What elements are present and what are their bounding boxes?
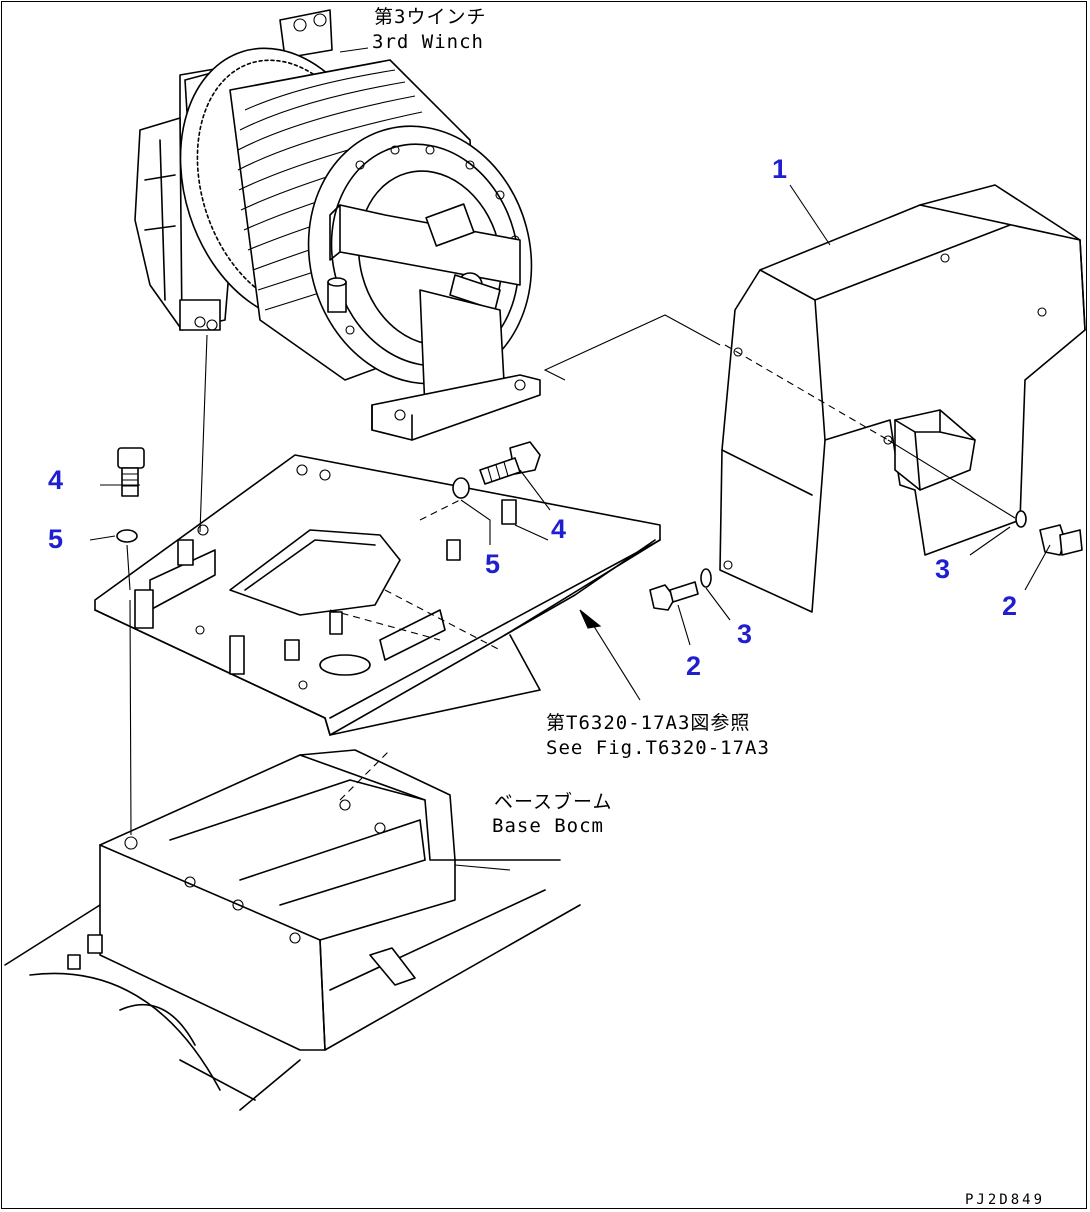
callout-5-washer-left: 5 bbox=[48, 524, 64, 554]
callout-3-washer-right: 3 bbox=[935, 554, 951, 584]
leader-lines bbox=[89, 47, 1051, 871]
callout-5-washer-right: 5 bbox=[485, 549, 501, 579]
callout-2-bolt-middle: 2 bbox=[686, 651, 702, 681]
mounting-plate bbox=[94, 454, 661, 736]
cover-part bbox=[719, 184, 1086, 613]
winch-assembly bbox=[134, 9, 541, 441]
callout-4-bolt-right: 4 bbox=[551, 514, 567, 544]
base-boom bbox=[4, 749, 581, 1111]
winch-label-jp: 第3ウインチ bbox=[374, 6, 487, 28]
winch-label-en: 3rd Winch bbox=[372, 31, 484, 53]
reference-label-jp: 第T6320-17A3図参照 bbox=[546, 712, 751, 734]
drawing-code: PJ2D849 bbox=[965, 1192, 1046, 1208]
callout-3-washer-middle: 3 bbox=[737, 619, 753, 649]
reference-label-en: See Fig.T6320-17A3 bbox=[546, 737, 770, 759]
base-boom-label-jp: ベースブーム bbox=[494, 791, 613, 813]
callout-1-cover: 1 bbox=[772, 154, 788, 184]
callout-2-bolt-right: 2 bbox=[1002, 591, 1018, 621]
hardware-items bbox=[116, 441, 1083, 611]
callout-4-bolt-left: 4 bbox=[48, 465, 64, 495]
base-boom-label-en: Base Bocm bbox=[492, 815, 604, 837]
